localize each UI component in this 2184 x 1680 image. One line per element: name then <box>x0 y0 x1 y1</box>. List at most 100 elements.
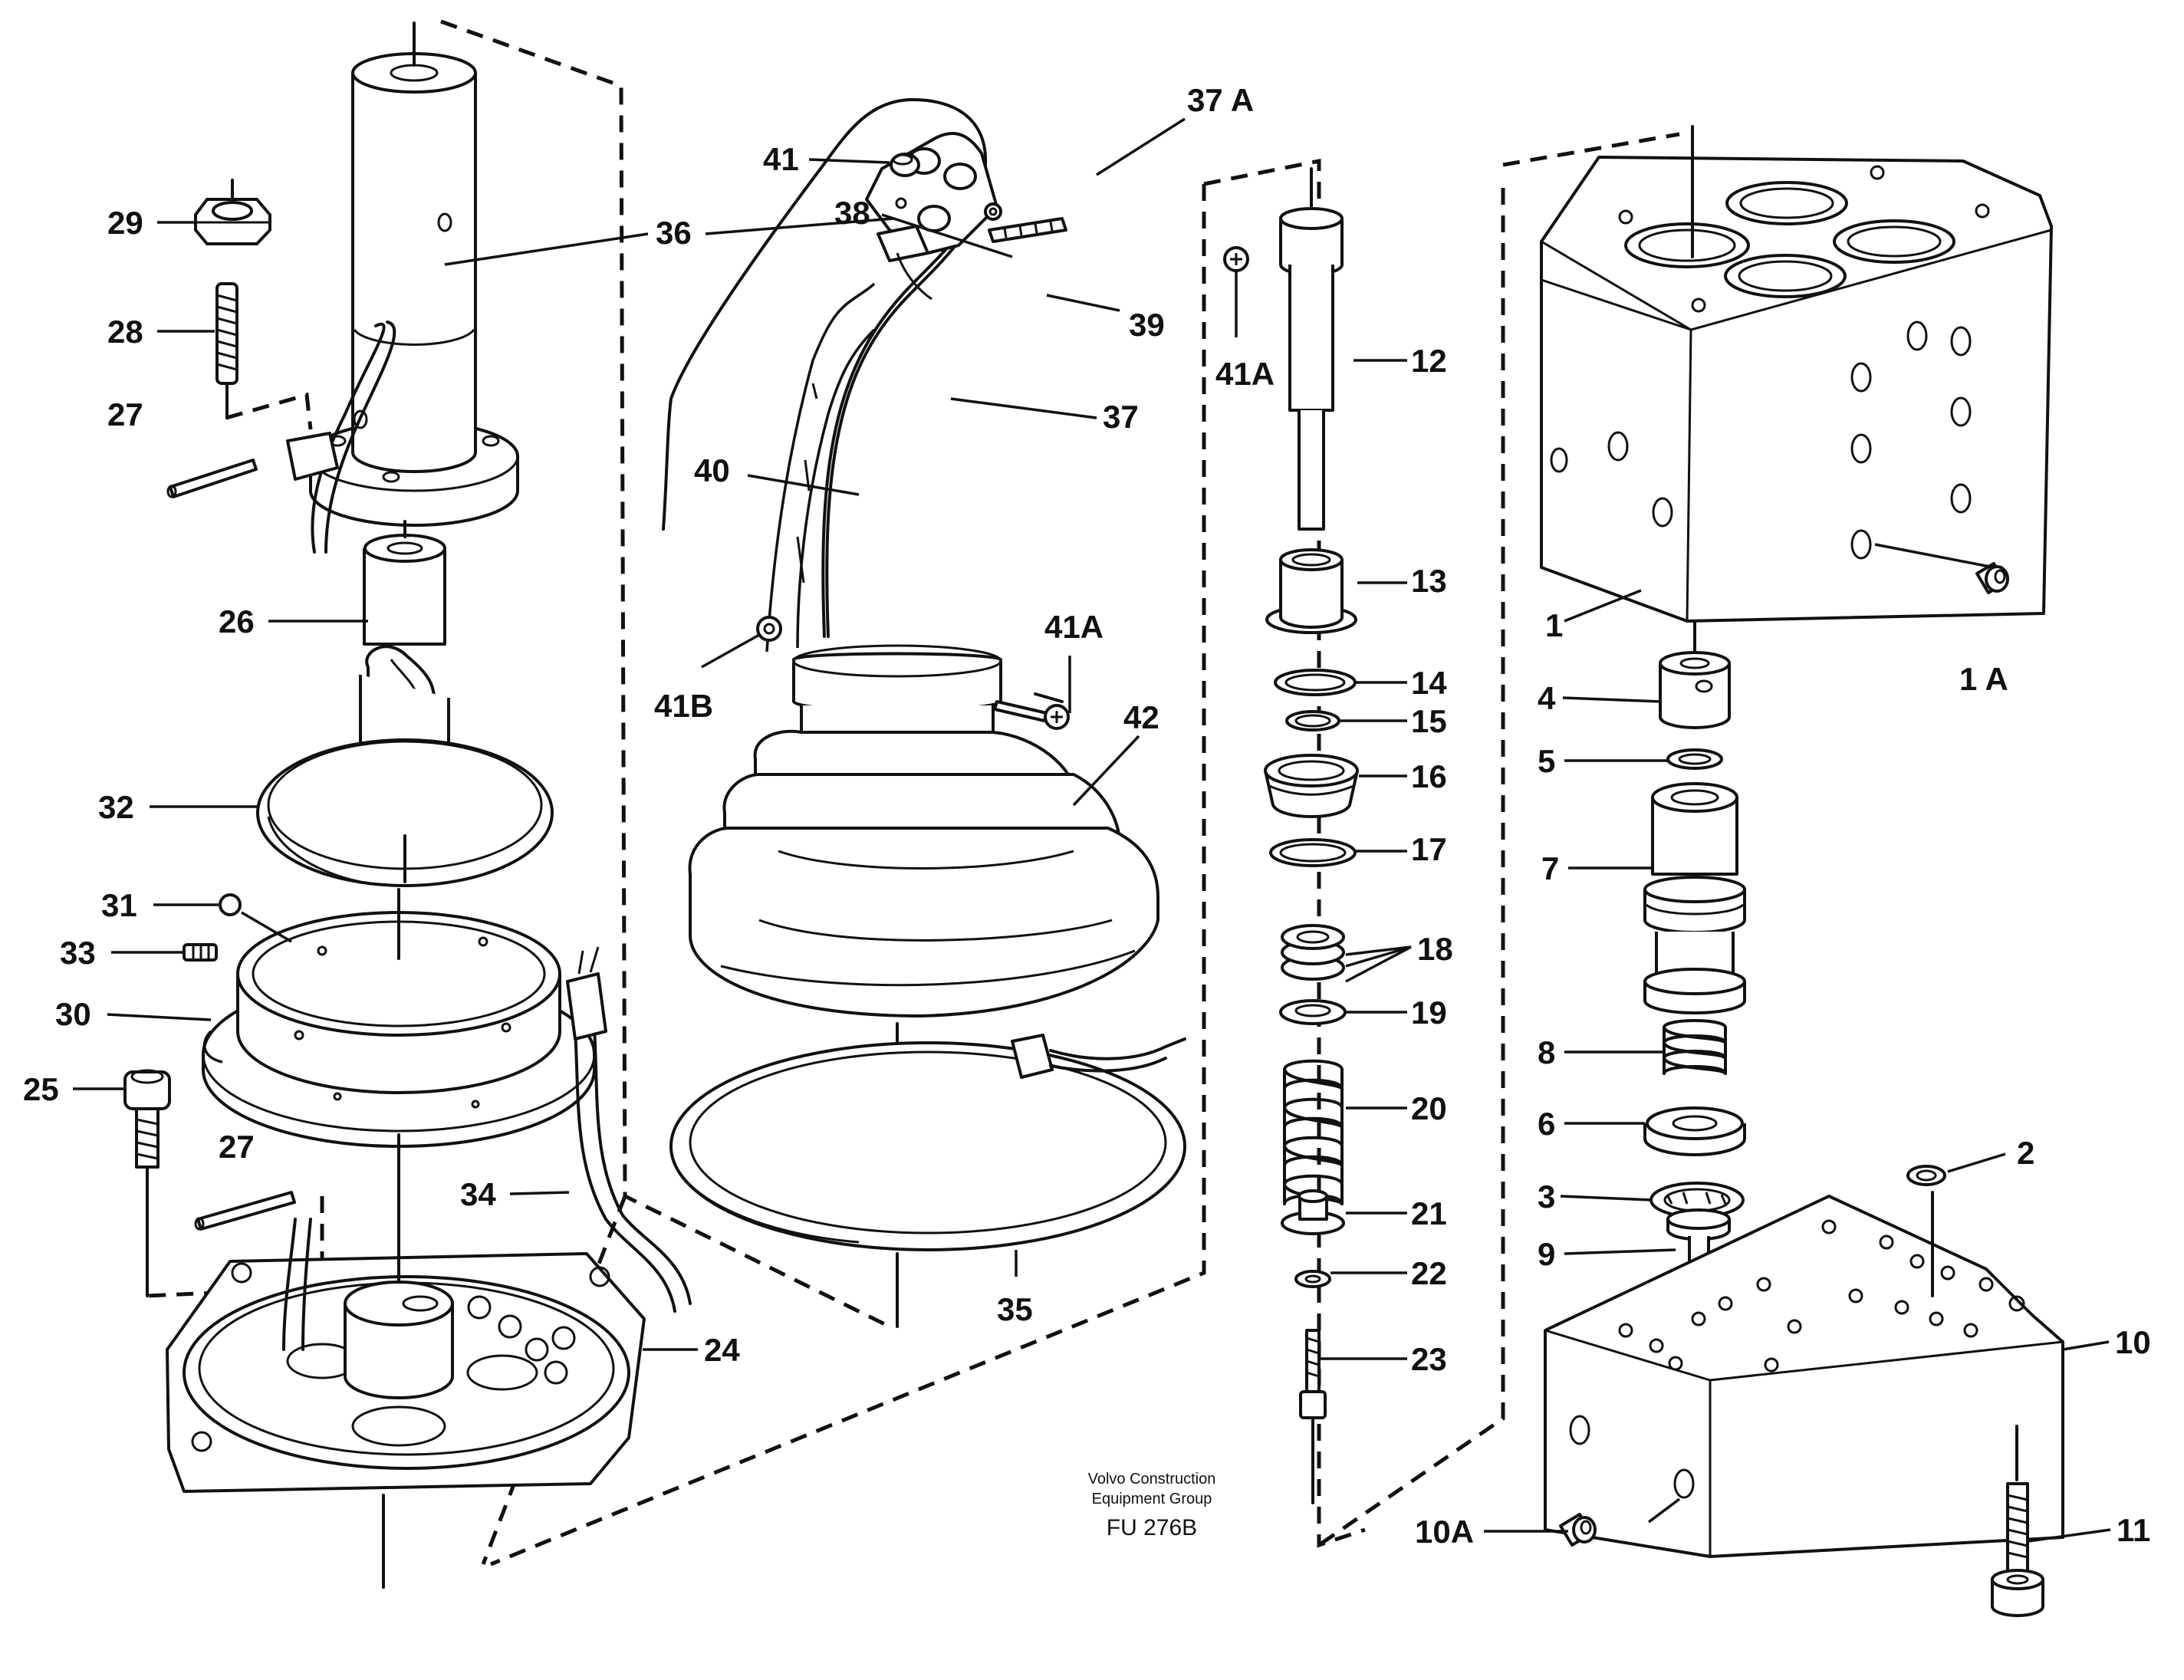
label-16: 16 <box>1411 758 1447 794</box>
screw-23 <box>1299 1329 1327 1504</box>
label-10: 10 <box>2115 1324 2151 1360</box>
label-7: 7 <box>1541 850 1559 886</box>
pin-27-lower <box>194 1191 296 1231</box>
label-22: 22 <box>1411 1255 1447 1291</box>
publisher-caption: Volvo Construction Equipment Group FU 27… <box>1088 1471 1216 1540</box>
boot-42 <box>688 644 1159 1018</box>
washer-5 <box>1666 748 1723 770</box>
ring-14 <box>1274 669 1357 696</box>
leader-lines <box>73 117 2111 1543</box>
spool-sleeve-4 <box>1659 620 1731 729</box>
label-1A: 1 A <box>1959 661 2008 697</box>
label-21: 21 <box>1411 1195 1447 1231</box>
label-5: 5 <box>1538 743 1555 779</box>
plunger-12 <box>1279 167 1344 531</box>
washer-15 <box>1285 710 1340 732</box>
label-26: 26 <box>219 603 255 639</box>
label-19: 19 <box>1411 995 1447 1031</box>
retainer-16 <box>1264 754 1359 818</box>
seat-6 <box>1643 1106 1746 1156</box>
spring-8 <box>1663 1019 1727 1075</box>
caption-line-2: Equipment Group <box>1092 1491 1212 1507</box>
label-8: 8 <box>1538 1034 1555 1070</box>
spring-clip-27-upper <box>286 321 396 554</box>
circlip-32 <box>256 738 554 887</box>
valve-block-1 <box>1540 125 2053 623</box>
screw-41A-mid <box>993 700 1070 730</box>
label-28: 28 <box>107 314 143 350</box>
set-screw-33 <box>183 943 218 962</box>
band-clamp-35 <box>669 1022 1186 1328</box>
figure-code: FU 276B <box>1107 1515 1197 1540</box>
label-33: 33 <box>60 935 96 971</box>
label-35: 35 <box>997 1291 1033 1327</box>
callout-labels: 29 28 27 36 26 32 31 33 30 25 27 34 24 4… <box>23 82 2151 1550</box>
seat-21 <box>1281 1189 1345 1235</box>
label-41A-mid: 41A <box>1044 609 1104 645</box>
label-13: 13 <box>1411 563 1447 599</box>
ring-17 <box>1269 838 1357 867</box>
label-15: 15 <box>1411 703 1447 739</box>
label-27-upper: 27 <box>107 396 143 432</box>
label-14: 14 <box>1411 665 1447 701</box>
label-36: 36 <box>656 215 692 251</box>
pin-27-upper <box>166 459 258 498</box>
label-27-lower: 27 <box>219 1129 255 1165</box>
washers-18 <box>1281 924 1345 981</box>
label-6: 6 <box>1538 1106 1555 1142</box>
label-38: 38 <box>834 195 870 231</box>
label-20: 20 <box>1411 1090 1447 1126</box>
label-37A: 37 A <box>1187 82 1254 118</box>
label-37: 37 <box>1103 399 1139 435</box>
screw-41A-top <box>1223 246 1249 272</box>
label-24: 24 <box>704 1332 740 1368</box>
label-41A-top: 41A <box>1215 356 1275 392</box>
guide-13 <box>1265 548 1357 634</box>
label-4: 4 <box>1538 680 1556 716</box>
label-2: 2 <box>2017 1135 2034 1171</box>
label-41: 41 <box>763 141 799 177</box>
label-18: 18 <box>1417 931 1453 967</box>
label-3: 3 <box>1538 1179 1555 1215</box>
caption-line-1: Volvo Construction <box>1088 1471 1216 1488</box>
seat-19 <box>1279 999 1347 1025</box>
label-10A: 10A <box>1415 1514 1474 1550</box>
nut-41B <box>756 616 782 642</box>
label-34: 34 <box>460 1176 496 1212</box>
label-41B: 41B <box>654 688 713 724</box>
spring-20 <box>1283 1059 1344 1205</box>
label-40: 40 <box>694 452 730 488</box>
screw-11 <box>1991 1425 2044 1617</box>
plug-1A <box>1975 562 2009 594</box>
label-9: 9 <box>1538 1236 1555 1272</box>
label-23: 23 <box>1411 1341 1447 1377</box>
plug-10A <box>1559 1513 1597 1547</box>
label-29: 29 <box>107 205 143 241</box>
spool-7 <box>1643 782 1746 1014</box>
ball-31 <box>219 893 242 916</box>
housing-ring-30 <box>202 888 596 1148</box>
label-39: 39 <box>1129 307 1165 343</box>
washer-2 <box>1906 1165 1946 1186</box>
label-30: 30 <box>55 996 91 1032</box>
label-17: 17 <box>1411 831 1447 867</box>
base-block-10 <box>1544 1191 2064 1558</box>
washer-22 <box>1294 1270 1331 1288</box>
base-plate-24 <box>166 1133 646 1589</box>
label-31: 31 <box>101 887 137 923</box>
shaft-36 <box>309 21 519 527</box>
label-25: 25 <box>23 1071 59 1107</box>
label-42: 42 <box>1123 699 1159 735</box>
handle-40 <box>662 98 1067 653</box>
label-12: 12 <box>1411 343 1447 379</box>
cable-34 <box>566 946 692 1313</box>
label-11: 11 <box>2117 1512 2150 1548</box>
stud-28 <box>215 282 238 419</box>
label-1: 1 <box>1545 607 1563 643</box>
screw-25 <box>123 1069 171 1297</box>
nut-29 <box>194 179 271 245</box>
cap-41 <box>890 153 920 177</box>
label-32: 32 <box>98 789 134 825</box>
